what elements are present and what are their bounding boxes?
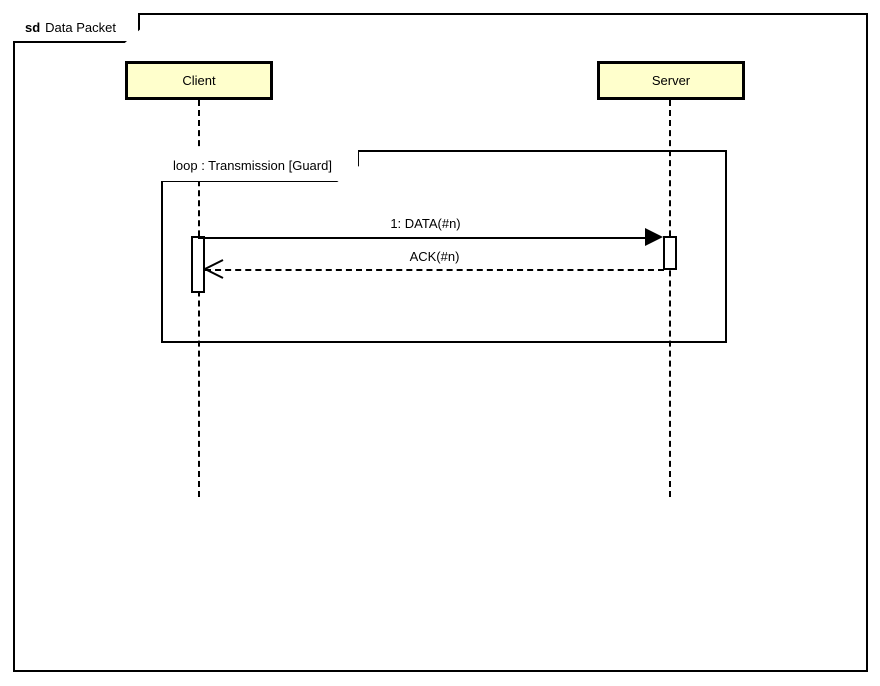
arrowhead-open-icon <box>203 259 224 279</box>
message-line-ack <box>205 269 664 271</box>
arrowhead-filled-icon <box>645 228 663 246</box>
lifeline-dash-server <box>669 100 671 497</box>
activation-bar-server <box>663 236 677 270</box>
sd-keyword: sd <box>25 19 41 35</box>
lifeline-label-server: Server <box>651 73 691 88</box>
message-line-data <box>198 237 653 239</box>
lifeline-head-client[interactable]: Client <box>125 61 273 100</box>
combined-fragment-label-tab: loop : Transmission [Guard] <box>161 150 359 182</box>
combined-fragment-loop[interactable] <box>161 150 727 343</box>
sd-frame-name: Data Packet <box>45 19 116 35</box>
sd-frame-border <box>13 13 868 672</box>
combined-fragment-label: loop : Transmission [Guard] <box>173 158 332 173</box>
sd-frame-label-tab: sd Data Packet <box>13 13 140 43</box>
message-label-ack: ACK(#n) <box>409 249 460 264</box>
message-label-data: 1: DATA(#n) <box>390 216 461 231</box>
lifeline-head-server[interactable]: Server <box>597 61 745 100</box>
lifeline-dash-client <box>198 100 200 497</box>
lifeline-label-client: Client <box>182 73 216 88</box>
